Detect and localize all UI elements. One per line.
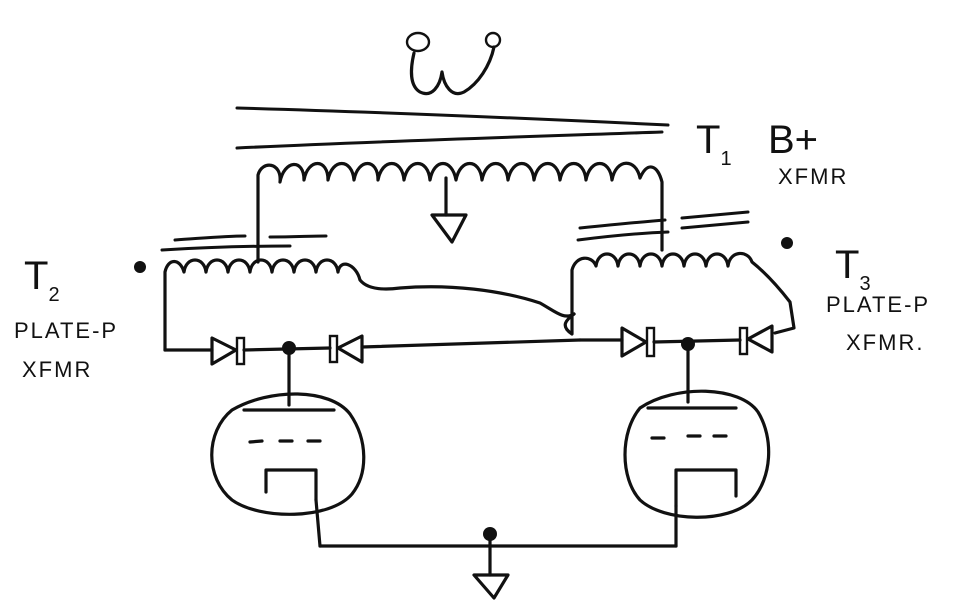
ac-source-icon: [405, 31, 502, 96]
t2-label: T2: [24, 254, 60, 306]
t2-line2: XFMR: [22, 357, 93, 382]
t3-subscript: 3: [859, 273, 871, 295]
t1-line1: B+: [768, 118, 819, 162]
t1-letter: T: [696, 118, 721, 162]
polarity-dot-icon: [134, 261, 146, 273]
diode-icon: [620, 326, 648, 358]
polarity-dot-icon: [282, 341, 296, 355]
t3-letter: T: [835, 243, 860, 287]
t1-subscript: 1: [720, 148, 732, 170]
t2-letter: T: [24, 254, 49, 298]
t1-core: [235, 106, 670, 150]
t2-line1: PLATE-P: [14, 318, 119, 343]
polarity-dot-icon: [681, 337, 695, 351]
t1-line2: XFMR: [778, 164, 849, 189]
t1-center-tap: [430, 176, 468, 244]
ground-icon: [472, 573, 510, 600]
vacuum-tube-icon: [623, 389, 771, 548]
t2-subscript: 2: [48, 284, 60, 306]
t1-winding: [256, 161, 664, 264]
cathode-ground: [318, 527, 678, 600]
diode-icon: [210, 336, 238, 366]
diode-icon: [336, 334, 364, 364]
t3-core: [576, 210, 750, 242]
t1-label: T1: [696, 118, 732, 170]
polarity-dot-icon: [781, 237, 793, 249]
t2-core: [160, 234, 328, 252]
left-rectifier: [163, 334, 582, 407]
t3-line2: XFMR.: [846, 330, 925, 355]
diode-icon: [746, 324, 774, 354]
t3-line1: PLATE-P: [826, 292, 931, 317]
right-rectifier: [578, 324, 774, 404]
vacuum-tube-icon: [210, 392, 366, 548]
t3-winding: [563, 251, 796, 336]
t2-winding: [163, 258, 576, 352]
t3-label: T3: [835, 243, 871, 295]
